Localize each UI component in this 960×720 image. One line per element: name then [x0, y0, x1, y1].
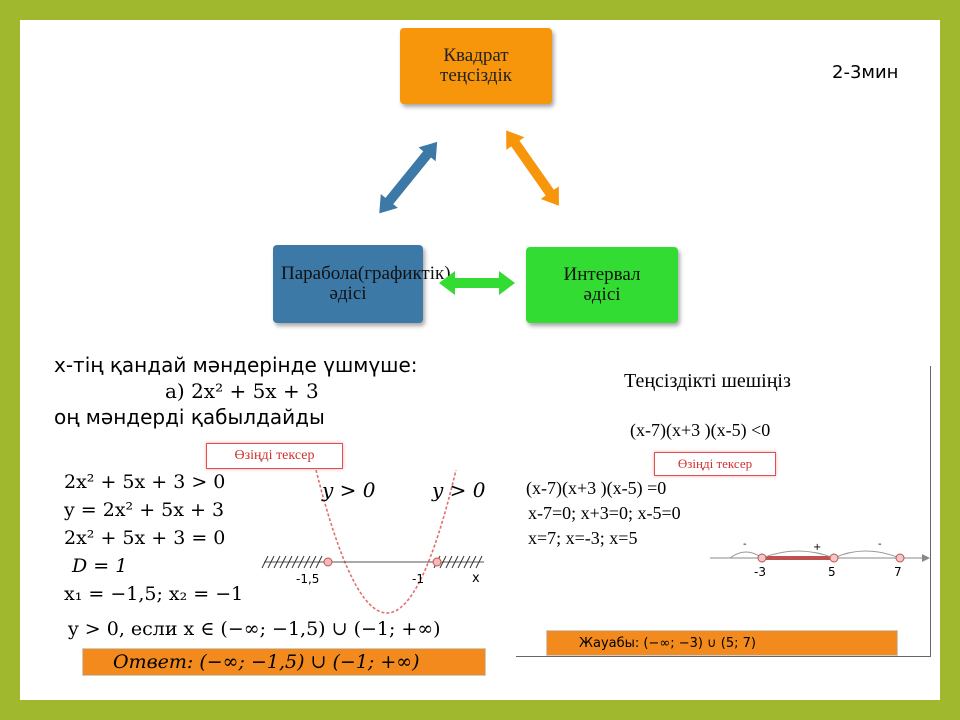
point-5	[829, 553, 839, 563]
tick-label-minus-1-5: -1,5	[296, 572, 320, 586]
check-label-right: Өзіңді тексер	[677, 456, 753, 471]
check-button-left[interactable]: Өзіңді тексер	[206, 443, 343, 469]
right-inequality: (x-7)(x+3 )(x-5) <0	[630, 420, 771, 440]
timer-label: 2-3мин	[832, 62, 899, 83]
box-parabola-label: Парабола(графиктік) әдісі	[281, 263, 451, 304]
arrow-blue	[379, 141, 438, 214]
box-quadratic-inequality[interactable]: Квадрат теңсіздік	[400, 28, 552, 104]
answer-right: Жауабы: (−∞; −3) ∪ (5; 7)	[579, 635, 756, 651]
answer-bar-right: Жауабы: (−∞; −3) ∪ (5; 7)	[546, 630, 898, 656]
graph-label-right: y > 0	[432, 478, 486, 502]
box-quadratic-label: Квадрат теңсіздік	[440, 45, 512, 86]
parabola-graph	[261, 470, 484, 614]
sign-arc-2	[761, 550, 835, 559]
box-parabola-method[interactable]: Парабола(графиктік) әдісі	[273, 245, 451, 323]
step-1: 2x² + 5x + 3 > 0	[64, 471, 226, 493]
sign-arc-3	[833, 550, 901, 559]
answer-bar-left: Ответ: (−∞; −1,5) ∪ (−1; +∞)	[82, 648, 486, 676]
interval-number-line	[710, 550, 930, 563]
sign-1: -	[743, 539, 747, 550]
point-minus-3	[757, 553, 767, 563]
graph-label-left: y > 0	[322, 478, 376, 502]
slide: 2-3мин Квадрат теңсіздік Парабола(график…	[20, 20, 940, 700]
arrow-orange	[506, 130, 559, 206]
question-expression: а) 2x² + 5x + 3	[165, 379, 319, 403]
sign-3: -	[878, 539, 882, 550]
box-interval-method[interactable]: Интервал әдісі	[526, 247, 678, 323]
right-title: Теңсіздікті шешіңіз	[624, 370, 791, 392]
step-3: 2x² + 5x + 3 = 0	[64, 527, 226, 549]
step-5: x₁ = −1,5; x₂ = −1	[64, 583, 244, 605]
arrow-green	[439, 271, 515, 295]
point-7	[895, 553, 905, 563]
sign-arc-1	[729, 551, 763, 559]
tick-label-x: x	[472, 571, 480, 586]
interval-axis-arrow	[922, 554, 930, 562]
check-label-left: Өзіңді тексер	[234, 448, 315, 463]
tick-label-minus-3: -3	[754, 565, 766, 579]
box-interval-label: Интервал әдісі	[563, 264, 641, 305]
tick-label-5: 5	[828, 565, 836, 579]
right-step-3: x=7; x=-3; x=5	[528, 528, 638, 548]
step-2: y = 2x² + 5x + 3	[64, 499, 225, 521]
hatch-left	[261, 555, 323, 569]
step-4: D = 1	[72, 555, 128, 577]
right-panel-border	[516, 366, 931, 657]
answer-left: Ответ: (−∞; −1,5) ∪ (−1; +∞)	[113, 651, 420, 673]
question-line-1: x-тің қандай мәндерінде үшмүше:	[54, 353, 418, 377]
root-point-left	[323, 557, 333, 567]
question-line-3: оң мәндерді қабылдайды	[54, 405, 325, 429]
tick-label-minus-1: -1	[412, 572, 424, 586]
check-button-right[interactable]: Өзіңді тексер	[654, 452, 776, 476]
step-6: y > 0, если x ∈ (−∞; −1,5) ∪ (−1; +∞)	[68, 618, 441, 640]
right-step-1: (x-7)(x+3 )(x-5) =0	[526, 478, 667, 498]
parabola-curve	[315, 470, 457, 614]
right-step-2: x-7=0; x+3=0; x-5=0	[528, 503, 681, 523]
connector-arrows	[379, 130, 559, 295]
sign-2: +	[813, 542, 822, 553]
root-point-right	[432, 557, 442, 567]
tick-label-7: 7	[894, 565, 902, 579]
